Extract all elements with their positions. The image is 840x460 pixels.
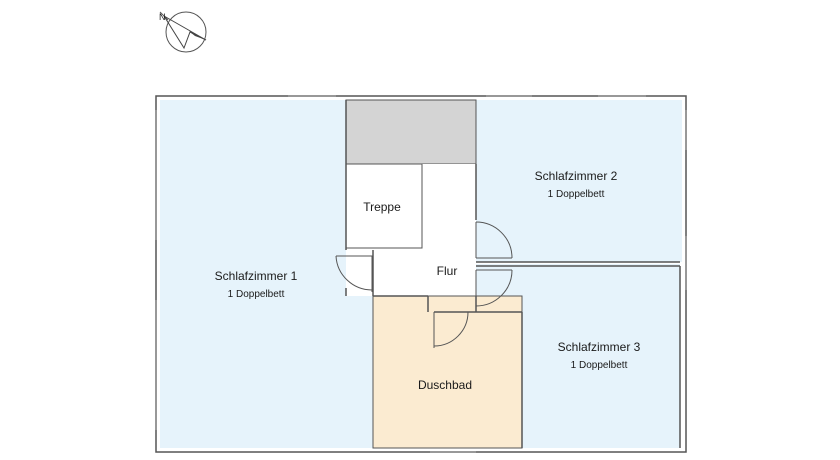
svg-text:N: N xyxy=(159,12,166,22)
door-shower-room xyxy=(433,311,469,348)
room-bedroom-1 xyxy=(160,100,346,448)
room-bedroom-3-lower xyxy=(522,312,680,448)
stair-void xyxy=(345,99,477,165)
interior-walls xyxy=(345,100,681,448)
room-shower xyxy=(372,295,523,449)
room-bedroom-1-extension xyxy=(346,296,373,448)
bedroom-3-beds: 1 Doppelbett xyxy=(571,360,628,371)
bedroom-1-name: Schlafzimmer 1 xyxy=(215,269,298,283)
door-bedroom-1 xyxy=(335,255,373,292)
bedroom-1-beds: 1 Doppelbett xyxy=(228,289,285,300)
stairs-name: Treppe xyxy=(363,200,401,214)
shower-room-name: Duschbad xyxy=(418,378,472,392)
bedroom-2-name: Schlafzimmer 2 xyxy=(535,169,618,183)
room-stairs xyxy=(345,163,423,249)
bedroom-3-name: Schlafzimmer 3 xyxy=(558,340,641,354)
window-marks xyxy=(155,95,687,453)
bedroom-2-beds: 1 Doppelbett xyxy=(548,189,605,200)
door-bedroom-2 xyxy=(475,221,513,259)
room-bedroom-2 xyxy=(476,100,682,262)
north-arrow-icon: N xyxy=(159,11,207,53)
hallway-name: Flur xyxy=(437,264,458,278)
door-bedroom-3 xyxy=(475,269,513,307)
